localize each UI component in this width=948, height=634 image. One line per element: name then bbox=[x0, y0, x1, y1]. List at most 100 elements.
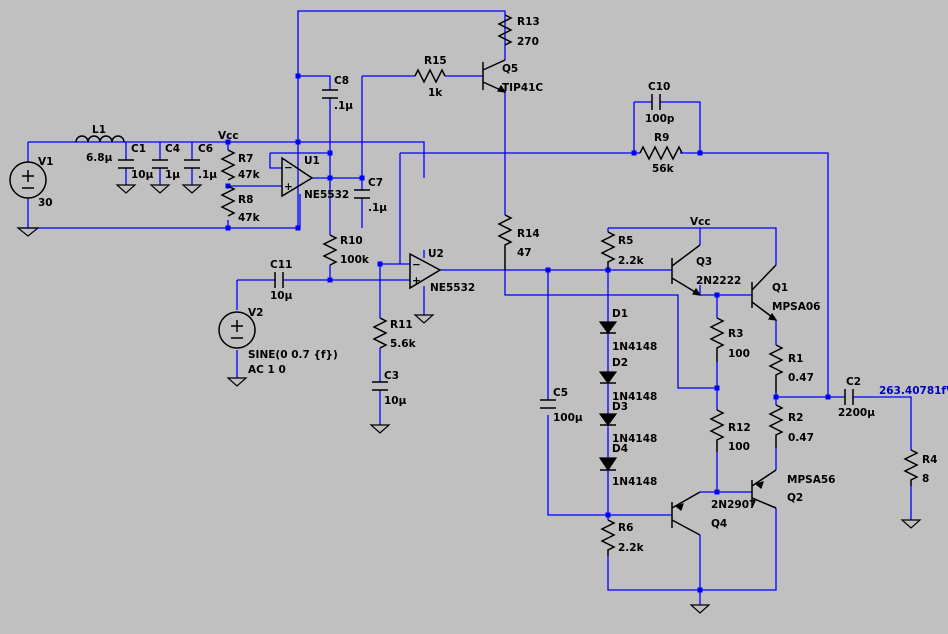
v2-extra: AC 1 0 bbox=[248, 364, 286, 376]
c11-ref: C11 bbox=[270, 259, 292, 271]
q1-value: MPSA06 bbox=[772, 301, 820, 313]
r4-value: 8 bbox=[922, 473, 929, 485]
r8-ref: R8 bbox=[238, 194, 253, 206]
r7-value: 47k bbox=[238, 169, 261, 181]
r3-ref: R3 bbox=[728, 328, 743, 340]
c5-ref: C5 bbox=[553, 387, 568, 399]
capacitor-symbols bbox=[118, 89, 854, 409]
u1-value: NE5532 bbox=[304, 189, 349, 201]
u2-value: NE5532 bbox=[430, 282, 475, 294]
q3-ref: Q3 bbox=[696, 256, 712, 268]
q5-value: TIP41C bbox=[502, 82, 543, 94]
q2-ref: Q2 bbox=[787, 492, 803, 504]
r1-value: 0.47 bbox=[788, 372, 814, 384]
r5-value: 2.2k bbox=[618, 255, 645, 267]
q4-transistor bbox=[671, 491, 701, 536]
q3-transistor bbox=[671, 244, 702, 296]
r2-value: 0.47 bbox=[788, 432, 814, 444]
v1-value: 30 bbox=[38, 197, 53, 209]
r11-ref: R11 bbox=[390, 319, 413, 331]
r7-ref: R7 bbox=[238, 153, 253, 165]
svg-text:+: + bbox=[412, 275, 421, 287]
d2-ref: D2 bbox=[612, 357, 628, 369]
c10-ref: C10 bbox=[648, 81, 670, 93]
q2-value: MPSA56 bbox=[787, 474, 835, 486]
c3-ref: C3 bbox=[384, 370, 399, 382]
svg-text:−: − bbox=[412, 259, 421, 271]
q5-transistor bbox=[482, 59, 507, 93]
r9-ref: R9 bbox=[654, 132, 669, 144]
c3-value: 10µ bbox=[384, 395, 407, 407]
u2-opamp: − + bbox=[409, 252, 442, 290]
r11-value: 5.6k bbox=[390, 338, 417, 350]
r6-ref: R6 bbox=[618, 522, 633, 534]
l1-value: 6.8µ bbox=[86, 152, 113, 164]
d2-value: 1N4148 bbox=[612, 391, 657, 403]
d1-ref: D1 bbox=[612, 308, 628, 320]
c6-ref: C6 bbox=[198, 143, 213, 155]
r14-ref: R14 bbox=[517, 228, 540, 240]
diode-symbols bbox=[598, 321, 618, 472]
r12-ref: R12 bbox=[728, 422, 751, 434]
svg-text:+: + bbox=[284, 181, 293, 193]
u2-ref: U2 bbox=[428, 248, 444, 260]
net-labels: Vcc Vcc 263.40781fV bbox=[218, 130, 948, 397]
c1-value: 10µ bbox=[131, 169, 154, 181]
c2-value: 2200µ bbox=[838, 407, 875, 419]
d4-value: 1N4148 bbox=[612, 476, 657, 488]
r8-value: 47k bbox=[238, 212, 261, 224]
q3-value: 2N2222 bbox=[696, 275, 741, 287]
svg-text:−: − bbox=[284, 162, 293, 174]
vcc-label-left: Vcc bbox=[218, 130, 239, 142]
v2-source bbox=[218, 311, 256, 349]
q2-transistor bbox=[751, 469, 777, 509]
r12-value: 100 bbox=[728, 441, 750, 453]
r6-value: 2.2k bbox=[618, 542, 645, 554]
d1-value: 1N4148 bbox=[612, 341, 657, 353]
r14-value: 47 bbox=[517, 247, 532, 259]
r13-value: 270 bbox=[517, 36, 539, 48]
r13-ref: R13 bbox=[517, 16, 540, 28]
l1-inductor bbox=[75, 135, 125, 143]
c8-ref: C8 bbox=[334, 75, 349, 87]
q4-ref: Q4 bbox=[711, 518, 727, 530]
r15-ref: R15 bbox=[424, 55, 447, 67]
r5-ref: R5 bbox=[618, 235, 633, 247]
r9-value: 56k bbox=[652, 163, 675, 175]
ground-symbols bbox=[16, 184, 922, 614]
d3-value: 1N4148 bbox=[612, 433, 657, 445]
q4-value: 2N2907 bbox=[711, 499, 756, 511]
u1-ref: U1 bbox=[304, 155, 320, 167]
c7-ref: C7 bbox=[368, 177, 383, 189]
v2-value: SINE(0 0.7 {f}) bbox=[248, 349, 338, 361]
r4-ref: R4 bbox=[922, 454, 937, 466]
wires bbox=[18, 10, 912, 605]
c11-value: 10µ bbox=[270, 290, 293, 302]
r2-ref: R2 bbox=[788, 412, 803, 424]
l1-ref: L1 bbox=[92, 124, 106, 136]
q5-ref: Q5 bbox=[502, 63, 518, 75]
c6-value: .1µ bbox=[198, 169, 217, 181]
v1-source bbox=[9, 161, 47, 199]
r10-value: 100k bbox=[340, 254, 370, 266]
d3-ref: D3 bbox=[612, 401, 628, 413]
r3-value: 100 bbox=[728, 348, 750, 360]
c4-ref: C4 bbox=[165, 143, 180, 155]
c1-ref: C1 bbox=[131, 143, 146, 155]
c7-value: .1µ bbox=[368, 202, 387, 214]
c8-value: .1µ bbox=[334, 100, 353, 112]
resistor-symbols bbox=[220, 14, 919, 556]
r15-value: 1k bbox=[428, 87, 443, 99]
c2-ref: C2 bbox=[846, 376, 861, 388]
r1-ref: R1 bbox=[788, 353, 803, 365]
v1-ref: V1 bbox=[38, 156, 53, 168]
q1-ref: Q1 bbox=[772, 282, 788, 294]
c5-value: 100µ bbox=[553, 412, 583, 424]
vcc-label-right: Vcc bbox=[690, 216, 711, 228]
d4-ref: D4 bbox=[612, 443, 628, 455]
component-labels: V1 30 V2 SINE(0 0.7 {f}) AC 1 0 L1 6.8µ … bbox=[38, 16, 937, 554]
c4-value: 1µ bbox=[165, 169, 180, 181]
c10-value: 100p bbox=[645, 113, 675, 125]
q1-transistor bbox=[751, 264, 778, 321]
